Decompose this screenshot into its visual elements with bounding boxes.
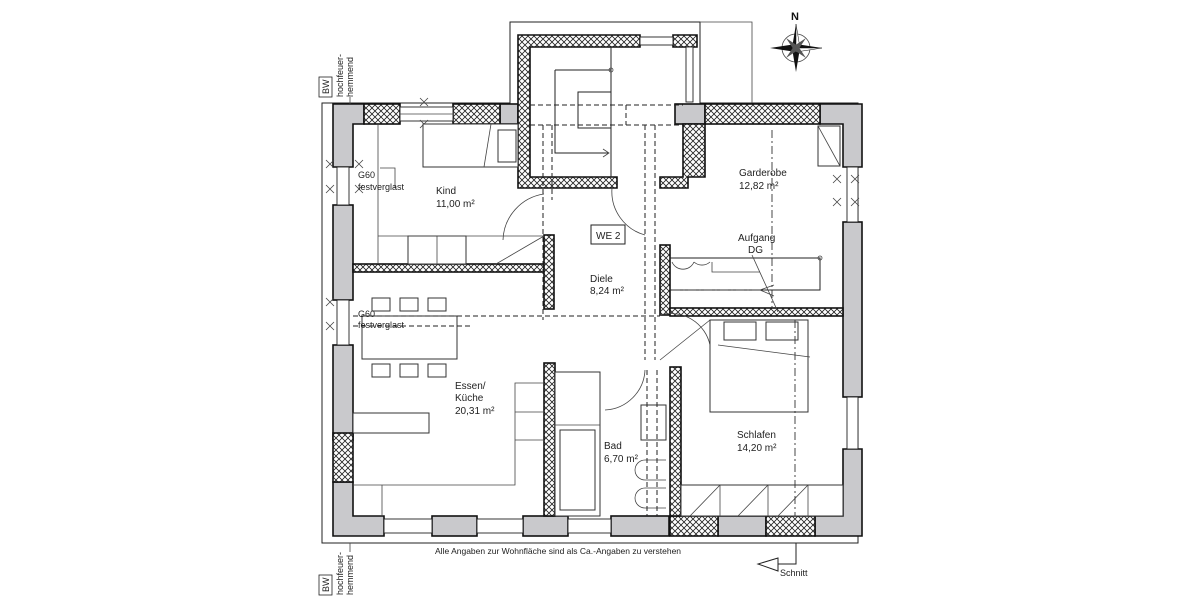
room-bad-name: Bad — [604, 441, 622, 452]
room-kind-area: 11,00 m² — [436, 199, 475, 210]
fire-label-bottom-line1: hochfeuer- — [335, 552, 345, 595]
stair-core — [530, 47, 683, 360]
essen-kueche-furniture — [352, 297, 660, 516]
schlafen-furniture — [680, 319, 844, 517]
room-essen-kueche-area: 20,31 m² — [455, 406, 495, 417]
area-footnote: Alle Angaben zur Wohnfläche sind als Ca.… — [435, 546, 681, 556]
fire-label-bottom: BW hochfeuer- hemmend — [318, 552, 355, 596]
room-schlafen-name: Schlafen — [737, 430, 776, 441]
section-marker: Schnitt — [756, 543, 808, 578]
unit-label: WE 2 — [590, 224, 626, 245]
room-kind-name: Kind — [436, 186, 456, 197]
exterior-walls — [332, 103, 863, 537]
glazing-labels: G60 festverglast G60 festverglast — [358, 170, 405, 330]
windows — [325, 36, 860, 534]
glazing-label-1-line1: G60 — [358, 170, 375, 180]
diele-doors — [604, 187, 711, 411]
room-kueche-name: Küche — [455, 393, 484, 404]
glazing-label-2-line1: G60 — [358, 309, 375, 319]
garderobe-aufgang — [670, 125, 841, 313]
stair-label-line1: Aufgang — [738, 233, 775, 244]
fire-label-top: BW hochfeuer- hemmend — [318, 54, 355, 98]
fire-label-top-box: BW — [321, 79, 331, 94]
compass-north-icon: N — [770, 11, 823, 72]
stair-label-line2: DG — [748, 245, 763, 256]
room-bad-area: 6,70 m² — [604, 454, 639, 465]
room-garderobe-name: Garderobe — [739, 168, 787, 179]
section-label: Schnitt — [780, 568, 808, 578]
kind-furniture — [377, 123, 545, 265]
hatched-walls — [332, 34, 844, 537]
room-essen-name: Essen/ — [455, 381, 486, 392]
glazing-label-1-line2: festverglast — [358, 182, 405, 192]
room-diele-name: Diele — [590, 274, 613, 285]
room-schlafen-area: 14,20 m² — [737, 443, 777, 454]
bad-fixtures — [554, 370, 667, 517]
unit-label-text: WE 2 — [596, 231, 621, 242]
north-label: N — [791, 11, 799, 23]
room-labels: Kind 11,00 m² Garderobe 12,82 m² Diele 8… — [436, 168, 787, 465]
fire-label-bottom-box: BW — [321, 577, 331, 592]
fire-label-bottom-line2: hemmend — [345, 555, 355, 595]
room-diele-area: 8,24 m² — [590, 286, 625, 297]
fire-label-top-line1: hochfeuer- — [335, 54, 345, 97]
room-garderobe-area: 12,82 m² — [739, 181, 779, 192]
building-outline — [321, 21, 859, 544]
glazing-label-2-line2: festverglast — [358, 320, 405, 330]
fire-label-top-line2: hemmend — [345, 57, 355, 97]
